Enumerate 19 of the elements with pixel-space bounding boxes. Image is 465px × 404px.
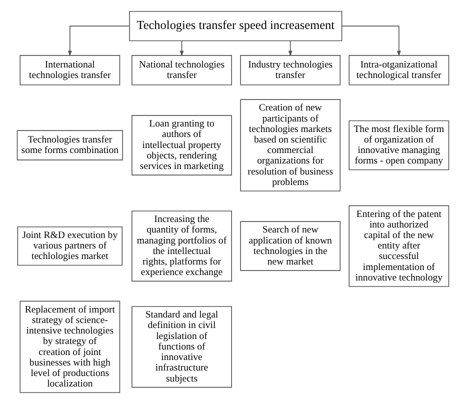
node-box: International technologies transfer — [19, 55, 120, 86]
node-box: Industry technologies transfer — [240, 55, 340, 86]
node-box: Techologies transfer speed increasement — [128, 10, 342, 42]
node-box: Search of new application of known technologies in the new market — [240, 221, 340, 271]
arrow — [179, 40, 184, 56]
node-box: The most flexible form of organization of innovative managing forms - open company — [348, 120, 449, 170]
arrow — [340, 26, 400, 56]
node-box: Entering of the patent into authorized capital of the new entity after successful implementation of innovative technology — [348, 205, 449, 287]
arrow — [67, 26, 130, 56]
node-box: National technologies transfer — [131, 55, 232, 86]
node-box: Loan granting to authors of intellectual property objects, rendering services in marketing — [131, 115, 232, 176]
arrow — [288, 40, 292, 56]
node-box: Increasing the quantity of forms, managing portfolios of the intellectual rights, platforms for experience exchange — [131, 210, 232, 282]
node-box: Standard and legal definition in civil legislation of functions of innovative infrastructure subjects — [131, 306, 232, 388]
node-box: Replacement of import strategy of science-intensive technologies by strategy of creation of joint businesses with high level of productions localization — [19, 300, 120, 394]
node-box: Joint R&D execution by various partners of techlologies market — [16, 226, 122, 266]
node-box: Intra-otganizational technological transfer — [348, 55, 449, 86]
node-box: Technologies transfer some forms combination — [16, 130, 122, 160]
node-box: Creation of new participants of technologies markets based on scientific commercial organizations for resolution of business problems — [240, 99, 340, 192]
